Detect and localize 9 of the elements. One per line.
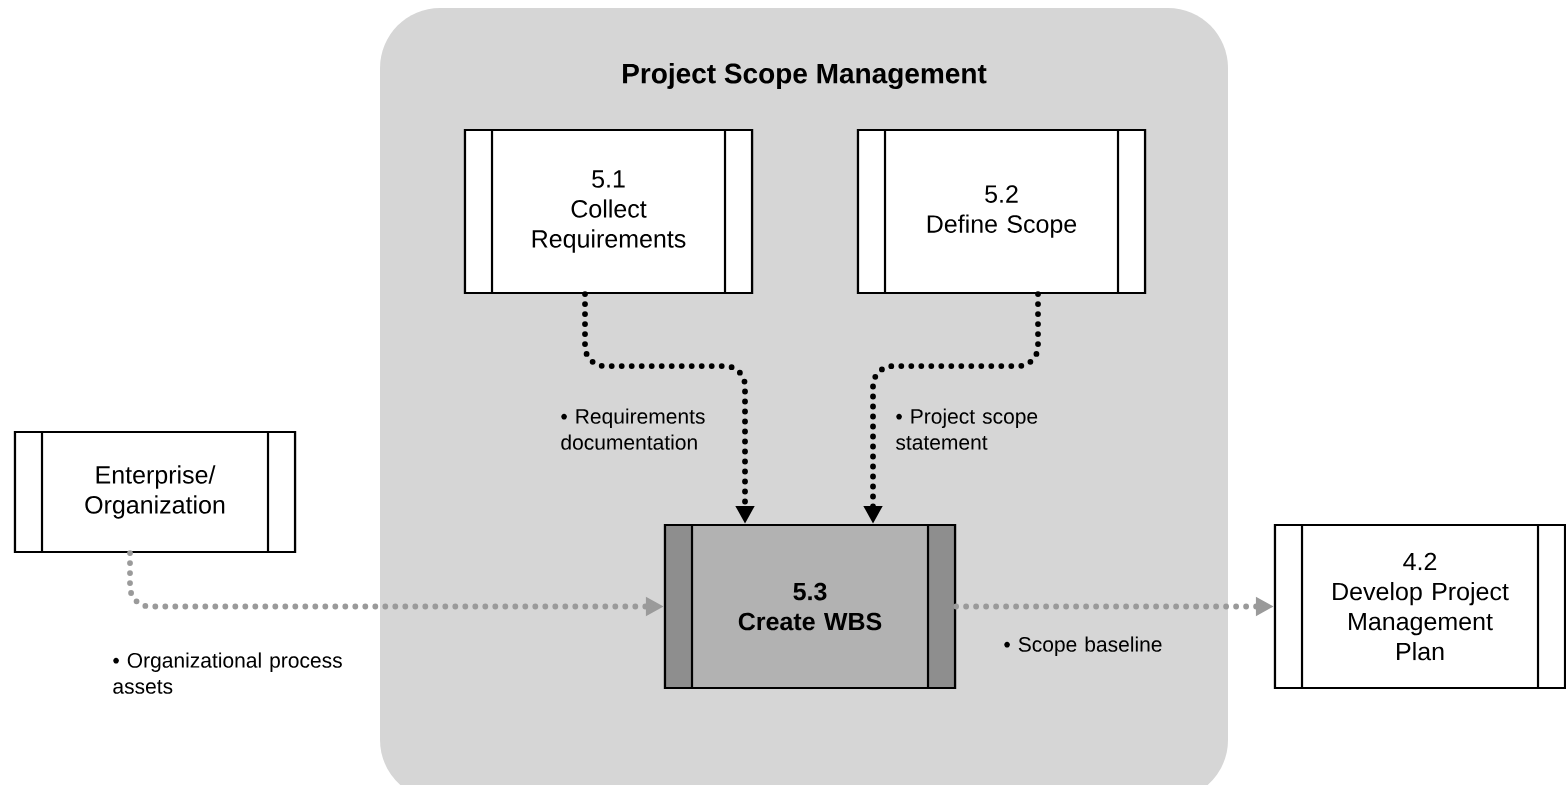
edge-label: • Organizational process assets	[113, 652, 342, 694]
edge-label: • Scope baseline	[1004, 636, 1162, 656]
edge-label: • Project scope statement	[896, 408, 1038, 450]
process-box: 5.1 Collect Requirements	[463, 128, 754, 295]
process-box: Enterprise/ Organization	[13, 430, 297, 554]
edge-label: • Requirements documentation	[561, 408, 705, 450]
process-box: 5.3 Create WBS	[663, 523, 957, 690]
process-box: 5.2 Define Scope	[856, 128, 1147, 295]
process-box: 4.2 Develop Project Management Plan	[1273, 523, 1566, 690]
